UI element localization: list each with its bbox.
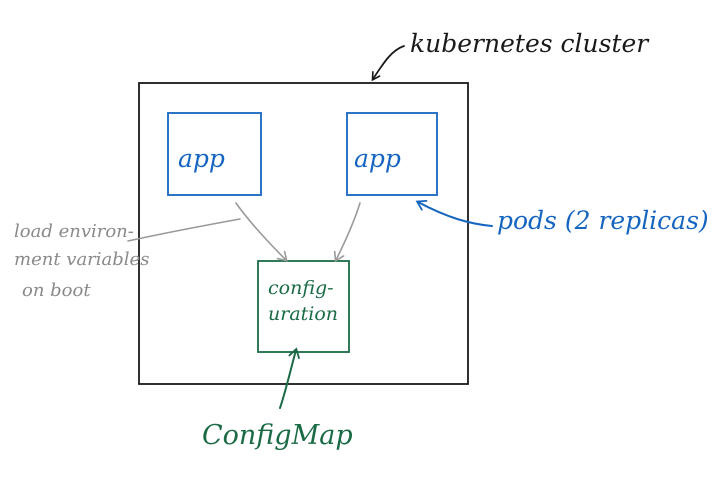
- arrow-left-pod-to-config: [235, 202, 288, 262]
- cluster-arrow: [371, 45, 405, 82]
- env-label-line2: ment variables: [14, 249, 149, 270]
- pod-right-box: [346, 112, 438, 196]
- pods-arrow: [415, 199, 493, 227]
- env-label-line3: on boot: [22, 280, 91, 301]
- arrow-right-pod-to-config: [333, 202, 361, 263]
- configuration-label-line1: config-: [268, 277, 334, 299]
- configmap-label: ConfigMap: [202, 420, 353, 451]
- cluster-box: [138, 82, 469, 385]
- configuration-box: [257, 260, 350, 353]
- env-label-line1: load environ-: [14, 221, 134, 242]
- configuration-label-line2: uration: [268, 303, 338, 325]
- env-annotation-line: [127, 218, 241, 242]
- pod-right-label: app: [354, 144, 401, 173]
- pod-left-label: app: [178, 144, 225, 173]
- configmap-arrow: [279, 347, 300, 409]
- pod-left-box: [167, 112, 262, 196]
- cluster-label: kubernetes cluster: [410, 29, 650, 58]
- pods-label: pods (2 replicas): [497, 206, 709, 235]
